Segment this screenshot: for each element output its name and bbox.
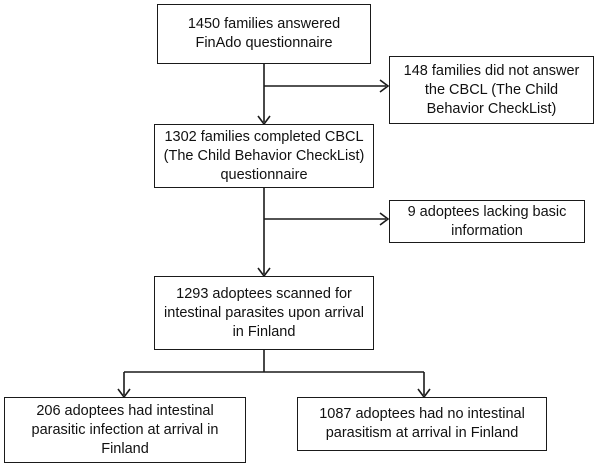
box-text: 1302 families completed CBCL (The Child … [163, 128, 365, 183]
box-families-not-answered: 148 families did not answer the CBCL (Th… [389, 56, 594, 124]
box-families-answered: 1450 families answered FinAdo questionna… [157, 4, 371, 64]
arrow-head [379, 212, 390, 226]
box-text: 1293 adoptees scanned for intestinal par… [164, 285, 364, 340]
box-adoptees-scanned: 1293 adoptees scanned for intestinal par… [154, 276, 374, 350]
box-text: 9 adoptees lacking basic information [407, 203, 567, 239]
box-text: 1087 adoptees had no intestinal parasiti… [319, 406, 525, 441]
arrow-head [379, 79, 390, 93]
box-adoptees-infected: 206 adoptees had intestinal parasitic in… [4, 397, 246, 463]
box-adoptees-lacking-info: 9 adoptees lacking basic information [389, 200, 585, 243]
box-families-completed: 1302 families completed CBCL (The Child … [154, 124, 374, 188]
box-text: 1450 families answered FinAdo questionna… [187, 16, 341, 51]
box-text: 206 adoptees had intestinal parasitic in… [31, 402, 219, 457]
box-text: 148 families did not answer the CBCL (Th… [403, 62, 580, 117]
box-adoptees-not-infected: 1087 adoptees had no intestinal parasiti… [297, 397, 547, 451]
